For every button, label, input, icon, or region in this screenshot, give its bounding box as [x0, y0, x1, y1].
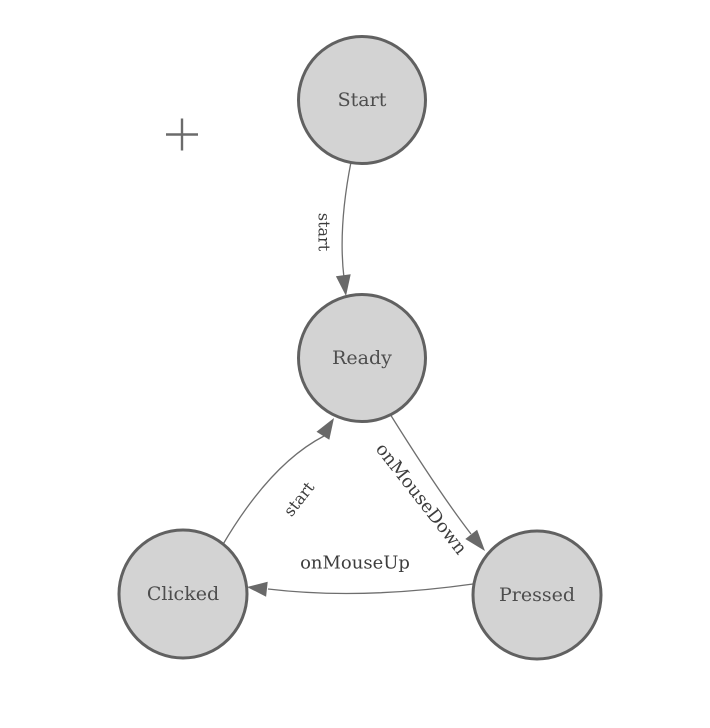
crosshair-icon: [166, 118, 198, 151]
arrowhead-icon: [247, 581, 268, 597]
edge-pressed-to-clicked[interactable]: onMouseUp: [247, 553, 474, 597]
edge-path[interactable]: [389, 413, 472, 535]
arrowhead-icon: [335, 274, 351, 296]
edge-path[interactable]: [341, 161, 352, 279]
edge-label: onMouseUp: [300, 553, 410, 574]
edge-start-to-ready[interactable]: start: [315, 161, 352, 296]
node-clicked[interactable]: Clicked: [117, 528, 249, 660]
node-label: Clicked: [147, 583, 219, 605]
node-label: Pressed: [499, 584, 575, 606]
node-ready[interactable]: Ready: [297, 293, 427, 423]
node-label: Start: [338, 89, 387, 111]
node-start[interactable]: Start: [297, 35, 427, 165]
edge-label: onMouseDown: [371, 439, 471, 559]
edge-label: start: [280, 478, 319, 520]
arrowhead-icon: [465, 529, 485, 551]
edge-ready-to-pressed[interactable]: onMouseDown: [371, 413, 485, 559]
node-circle[interactable]: [117, 528, 249, 660]
edge-label: start: [315, 213, 334, 252]
node-pressed[interactable]: Pressed: [471, 529, 603, 661]
edge-path[interactable]: [267, 583, 474, 595]
node-circle[interactable]: [297, 35, 427, 165]
node-label: Ready: [332, 347, 392, 369]
edge-path[interactable]: [221, 435, 325, 547]
edge-clicked-to-ready[interactable]: start: [221, 418, 334, 547]
node-circle[interactable]: [297, 293, 427, 423]
arrowhead-icon: [316, 418, 334, 440]
node-circle[interactable]: [471, 529, 603, 661]
